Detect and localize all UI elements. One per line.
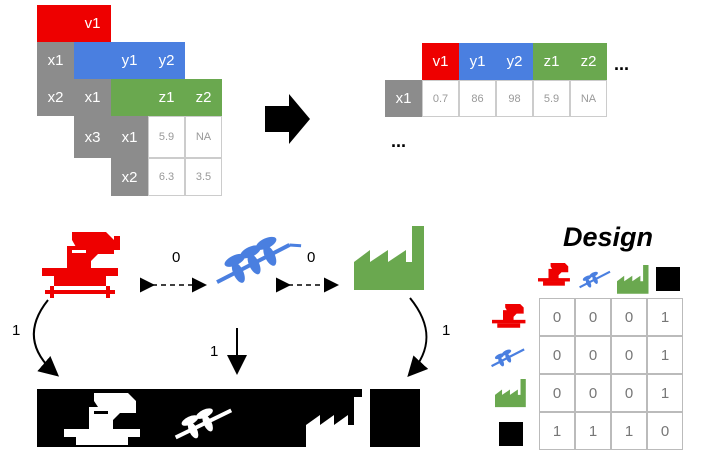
cell-blue-corner bbox=[74, 42, 111, 79]
cell-green-corner bbox=[111, 79, 148, 116]
matrix-cell: 1 bbox=[611, 412, 647, 450]
edge-label-left-down: 1 bbox=[12, 322, 21, 339]
value-cell: NA bbox=[185, 116, 222, 158]
matrix-cell: 1 bbox=[647, 298, 683, 336]
matrix-cell: 0 bbox=[611, 298, 647, 336]
matrix-cell: 1 bbox=[647, 336, 683, 374]
row-label-x1-c: x1 bbox=[111, 116, 148, 158]
wheat-icon bbox=[216, 236, 302, 284]
wheat-icon bbox=[579, 270, 611, 289]
header-z2: z2 bbox=[570, 43, 607, 80]
ellipsis-right: ... bbox=[614, 54, 630, 74]
factory-icon bbox=[354, 226, 424, 290]
matrix-cell: 1 bbox=[647, 374, 683, 412]
row-label-x2: x2 bbox=[37, 79, 74, 116]
header-z2: z2 bbox=[185, 79, 222, 116]
matrix-cell: 0 bbox=[539, 374, 575, 412]
edge-label-middle-down: 1 bbox=[210, 343, 219, 360]
edge-right-down bbox=[407, 297, 429, 377]
header-z1: z1 bbox=[148, 79, 185, 116]
matrix-cell: 0 bbox=[575, 336, 611, 374]
matrix-cell: 1 bbox=[575, 412, 611, 450]
row-label-x1-b: x1 bbox=[74, 79, 111, 116]
edge-label-middle-right: 0 bbox=[307, 249, 316, 266]
ballot-box-icon bbox=[538, 263, 570, 286]
factory-icon bbox=[495, 379, 526, 408]
value-cell: 3.5 bbox=[185, 158, 222, 196]
value-cell: 5.9 bbox=[148, 116, 185, 158]
header-y2: y2 bbox=[148, 42, 185, 79]
header-y1: y1 bbox=[111, 42, 148, 79]
ballot-box-icon bbox=[64, 393, 140, 445]
factory-icon bbox=[306, 397, 362, 447]
matrix-cell: 0 bbox=[611, 336, 647, 374]
header-v1: v1 bbox=[422, 43, 459, 80]
matrix-cell: 0 bbox=[647, 412, 683, 450]
matrix-cell: 0 bbox=[575, 374, 611, 412]
wheat-icon bbox=[491, 348, 525, 368]
matrix-cell: 1 bbox=[539, 412, 575, 450]
row-label-x1: x1 bbox=[37, 42, 74, 79]
cell-v1-corner bbox=[37, 5, 74, 42]
wheat-icon bbox=[174, 408, 233, 440]
header-y2: y2 bbox=[496, 43, 533, 80]
value-cell: 6.3 bbox=[148, 158, 185, 196]
row-label-x1: x1 bbox=[385, 80, 422, 117]
edge-label-right-down: 1 bbox=[442, 322, 451, 339]
ellipsis-bottom: ... bbox=[391, 131, 407, 151]
matrix-cell: 0 bbox=[611, 374, 647, 412]
transform-arrow-icon bbox=[265, 94, 310, 144]
value-cell: 86 bbox=[459, 80, 496, 117]
edge-label-left-middle: 0 bbox=[172, 249, 181, 266]
value-cell: 0.7 bbox=[422, 80, 459, 117]
header-z1: z1 bbox=[533, 43, 570, 80]
design-title: Design bbox=[563, 222, 654, 252]
value-cell: 98 bbox=[496, 80, 533, 117]
black-square-icon bbox=[499, 422, 523, 446]
matrix-cell: 0 bbox=[575, 298, 611, 336]
row-label-x2-b: x2 bbox=[111, 158, 148, 196]
header-v1: v1 bbox=[74, 5, 111, 42]
ballot-box-icon bbox=[42, 232, 120, 298]
matrix-cell: 0 bbox=[539, 298, 575, 336]
black-square-icon bbox=[656, 267, 680, 291]
outcome-bar-end bbox=[370, 389, 420, 447]
factory-icon bbox=[617, 265, 649, 294]
row-label-x3: x3 bbox=[74, 116, 111, 158]
value-cell: 5.9 bbox=[533, 80, 570, 117]
value-cell: NA bbox=[570, 80, 607, 117]
edge-left-down bbox=[33, 299, 60, 377]
matrix-cell: 0 bbox=[539, 336, 575, 374]
ballot-box-icon bbox=[492, 304, 526, 328]
header-y1: y1 bbox=[459, 43, 496, 80]
